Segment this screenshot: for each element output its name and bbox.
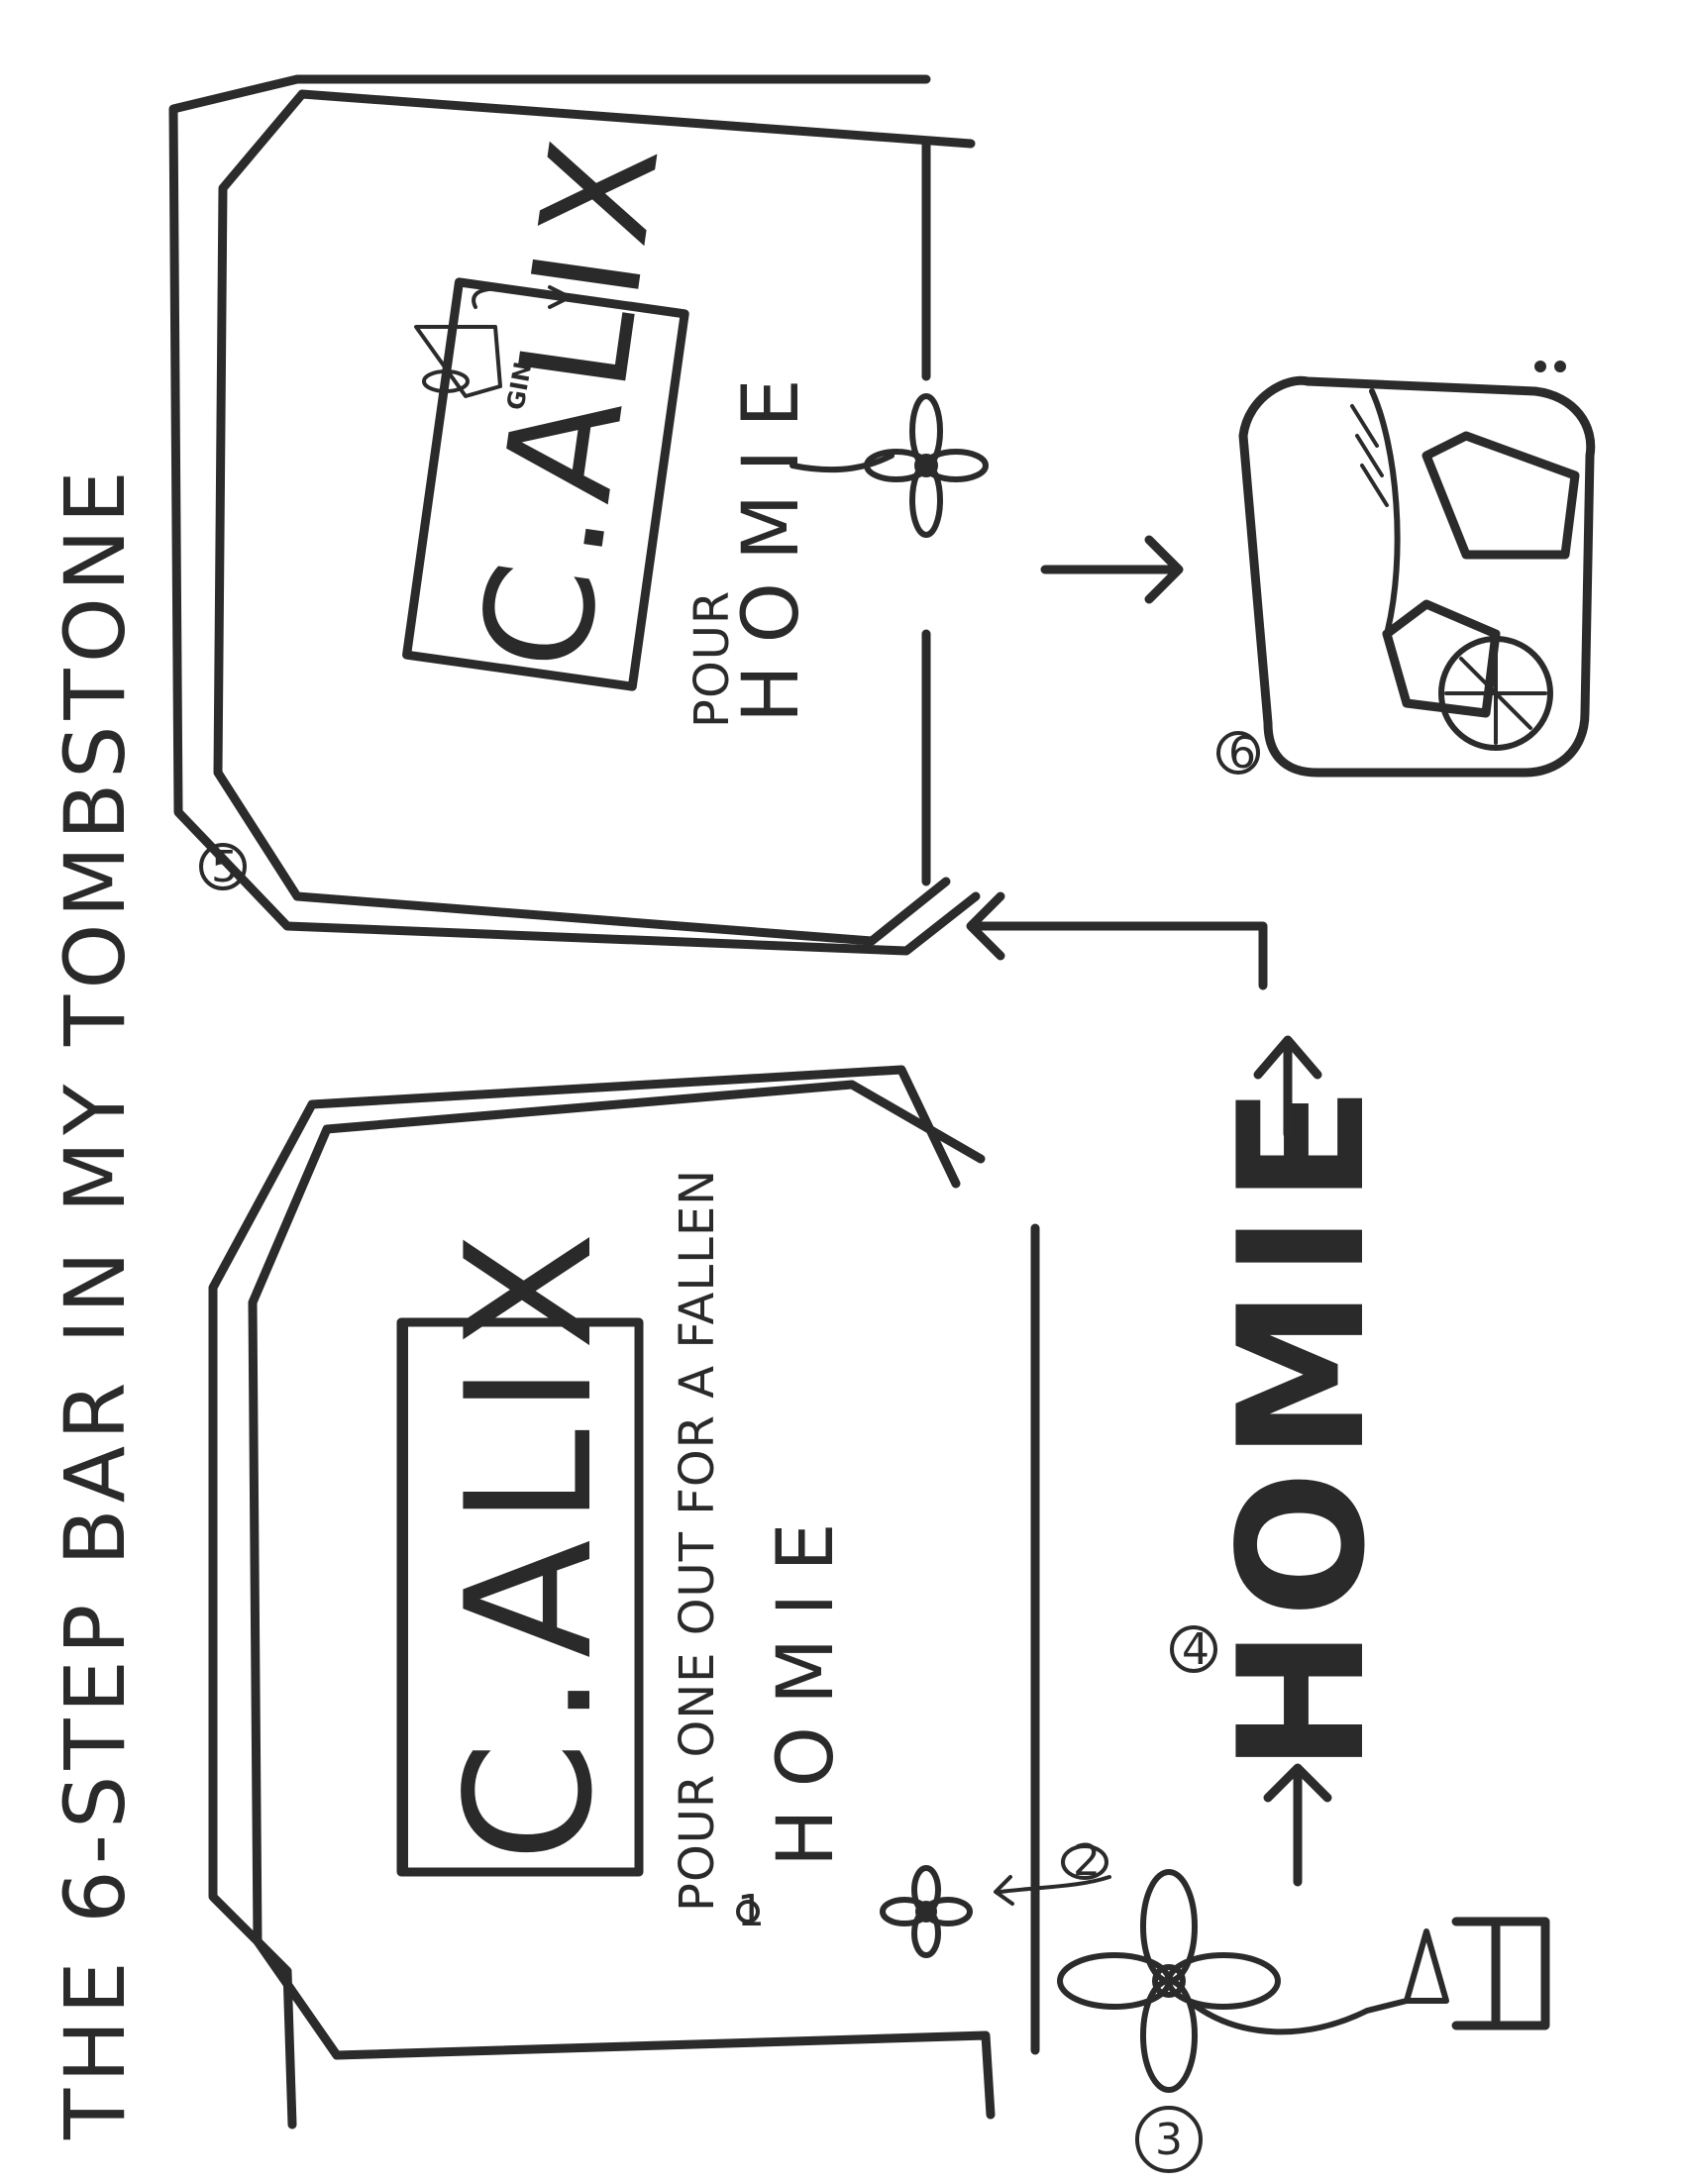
svg-text:POUR: POUR — [684, 590, 740, 728]
faucet-spout — [1451, 1917, 1550, 2030]
homie-right: HOMIE — [727, 357, 816, 723]
step-6-number: 6 — [1228, 728, 1256, 779]
step-2-arrow — [999, 1875, 1111, 1894]
homie-left-text: HOMIE — [762, 1501, 851, 1867]
epitaph-left-text: POUR ONE OUT FOR A FALLEN — [670, 1169, 725, 1912]
faucet-handle-icon — [1404, 1928, 1449, 2004]
arrow-to-tombstone-right — [971, 921, 1268, 990]
faucet-pipe-right — [789, 453, 895, 473]
title-group: THE 6-STEP BAR IN MY TOMBSTONE — [47, 465, 144, 2140]
flower-icon-right — [864, 393, 989, 538]
plaque-right-name: C.ALIX — [449, 121, 694, 680]
flower-icon-small — [880, 1865, 973, 1958]
step-6-circle — [1216, 731, 1260, 775]
homie-left: HOMIE — [762, 1501, 851, 1867]
lemon-slice-icon — [1438, 636, 1553, 751]
sparkle-dot — [1534, 361, 1546, 372]
step-3-circle — [1135, 2106, 1203, 2173]
faucet-pipe — [1186, 1998, 1410, 2035]
glass-icon — [1238, 375, 1596, 778]
flower-icon-large — [1057, 1869, 1281, 2093]
ice-cube-icon — [1382, 431, 1580, 718]
plaque-left-text: C.ALIX — [430, 1217, 631, 1862]
tombstone-right-outline — [213, 89, 976, 946]
step-4-circle — [1170, 1625, 1217, 1673]
plaque-left — [396, 1317, 644, 1877]
step-5-circle — [199, 843, 247, 890]
big-homie-text: HOMIE — [1203, 1076, 1404, 1773]
svg-text:1: 1 — [737, 1886, 765, 1936]
gin-bottle-icon: GIN — [414, 325, 537, 412]
page-title: THE 6-STEP BAR IN MY TOMBSTONE — [47, 465, 144, 2140]
svg-text:HOMIE: HOMIE — [727, 357, 816, 723]
step-2-marker: 2 — [994, 1835, 1111, 1906]
tombstone-right: C.ALIX GIN POUR HOMIE 5 — [168, 74, 989, 956]
liquid-line — [1369, 388, 1401, 637]
plaque-left-name: C.ALIX — [430, 1217, 631, 1862]
tombstone-left: C.ALIX POUR ONE OUT FOR A FALLEN HOMIE 1… — [208, 1065, 1111, 2130]
step-6-glass: 6 — [1216, 361, 1596, 779]
tombstone-left-outline — [248, 1080, 996, 2120]
svg-text:HOMIE: HOMIE — [1203, 1076, 1404, 1773]
step-5-number: 5 — [211, 842, 239, 892]
step-4-number: 4 — [1182, 1624, 1210, 1675]
plaque-right: C.ALIX — [402, 121, 694, 691]
svg-text:2: 2 — [1073, 1835, 1101, 1886]
tombstone-right-depth — [168, 74, 981, 956]
step-3-faucet: 3 — [1057, 1869, 1550, 2173]
step-3-number: 3 — [1155, 2115, 1183, 2165]
arrow-to-glass — [1040, 535, 1184, 604]
pour-arc — [472, 286, 557, 309]
tombstone-left-depth — [208, 1065, 961, 2130]
epitaph-left: POUR ONE OUT FOR A FALLEN — [670, 1169, 725, 1912]
step-4-homie: 4 HOMIE — [966, 891, 1404, 1887]
step-1-marker: 1 — [736, 1886, 765, 1936]
epitaph-right: POUR — [684, 590, 740, 728]
